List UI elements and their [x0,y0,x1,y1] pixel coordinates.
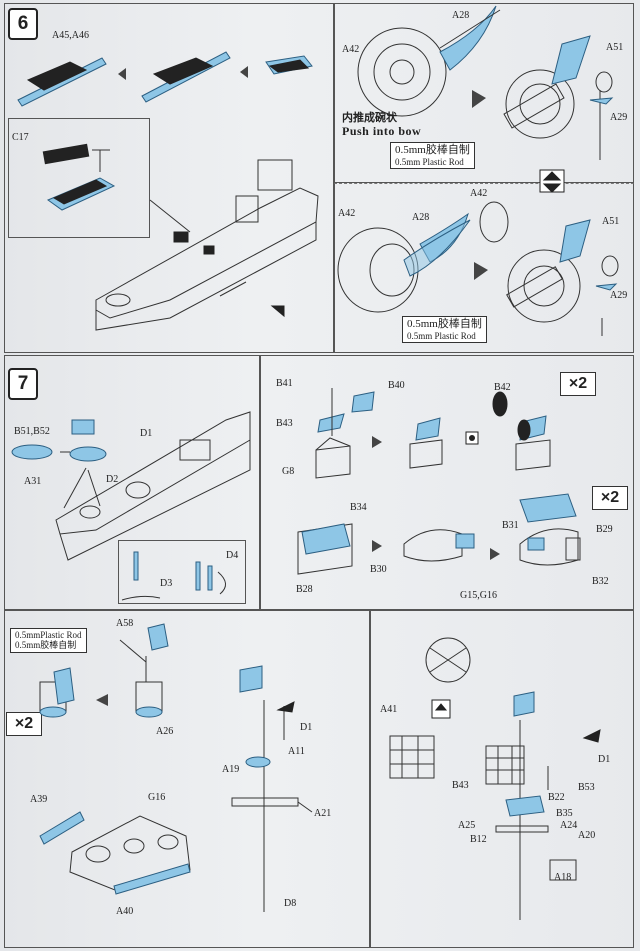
part-label: B28 [296,584,313,595]
part-label: A29 [610,290,628,301]
part-label: A39 [30,794,48,805]
part-label: A58 [116,618,134,629]
part-label: B12 [470,834,487,845]
part-label: A21 [314,808,332,819]
part-label: B43 [452,780,469,791]
part-label: G16 [148,792,166,803]
part-label: B34 [350,502,367,513]
part-label: D1 [140,428,153,439]
panel-step7-left [4,355,260,610]
push-note-cn: 内推成碗状 [342,112,397,124]
rod-note-3-en: 0.5mmPlastic Rod [15,630,82,640]
inset-d3-d4 [118,540,246,604]
part-label: A45,A46 [52,30,89,41]
part-label: B43 [276,418,293,429]
part-label: B30 [370,564,387,575]
part-label: G8 [282,466,295,477]
quantity-x2-turret: ×2 [592,486,628,510]
rod-note-1-en: 0.5mm Plastic Rod [395,156,464,167]
part-label: B40 [388,380,405,391]
step-number-7: 7 [8,368,38,400]
plastic-rod-note-1: 0.5mm胶棒自制 0.5mm Plastic Rod [390,142,475,169]
part-label: B32 [592,576,609,587]
panel-step6-right-bottom [334,183,634,353]
part-label: B31 [502,520,519,531]
part-label: A28 [452,10,470,21]
part-label: B29 [596,524,613,535]
part-label: B53 [578,782,595,793]
part-label: A51 [606,42,624,53]
part-label: D8 [284,898,297,909]
panel-bottom-right [370,610,634,948]
part-label: B22 [548,792,565,803]
panel-step6-left [4,3,334,353]
part-label: A40 [116,906,134,917]
panel-step7-right [260,355,634,610]
part-label: A51 [602,216,620,227]
push-into-bowl-note: 内推成碗状 Push into bow [342,112,421,138]
rod-note-3-cn: 0.5mm胶棒自制 [15,640,77,651]
rod-note-2-en: 0.5mm Plastic Rod [407,330,476,341]
part-label: A42 [338,208,356,219]
rod-note-1-cn: 0.5mm胶棒自制 [395,144,470,156]
rod-note-2-cn: 0.5mm胶棒自制 [407,318,482,330]
part-label: B35 [556,808,573,819]
part-label: A31 [24,476,42,487]
part-label: B42 [494,382,511,393]
quantity-x2-radar: ×2 [560,372,596,396]
step-number-6: 6 [8,8,38,40]
part-label: G15,G16 [460,590,497,601]
part-label: A41 [380,704,398,715]
part-label: A28 [412,212,430,223]
part-label: A42 [470,188,488,199]
part-label: D2 [106,474,119,485]
part-label: A11 [288,746,305,757]
panel-step6-right-top [334,3,634,183]
part-label: A24 [560,820,578,831]
inset-c17 [8,118,150,238]
part-label: C17 [12,132,29,143]
part-label: B51,B52 [14,426,50,437]
part-label: B41 [276,378,293,389]
part-label: A19 [222,764,240,775]
push-note-en: Push into bow [342,123,422,138]
part-label: D3 [160,578,173,589]
plastic-rod-note-3: 0.5mmPlastic Rod 0.5mm胶棒自制 [10,628,87,653]
part-label: D1 [300,722,313,733]
plastic-rod-note-2: 0.5mm胶棒自制 0.5mm Plastic Rod [402,316,487,343]
part-label: D1 [598,754,611,765]
part-label: A42 [342,44,360,55]
part-label: A20 [578,830,596,841]
quantity-x2-basket: ×2 [6,712,42,736]
part-label: A29 [610,112,628,123]
part-label: D4 [226,550,239,561]
panel-bottom-left [4,610,370,948]
part-label: A18 [554,872,572,883]
part-label: A26 [156,726,174,737]
part-label: A25 [458,820,476,831]
